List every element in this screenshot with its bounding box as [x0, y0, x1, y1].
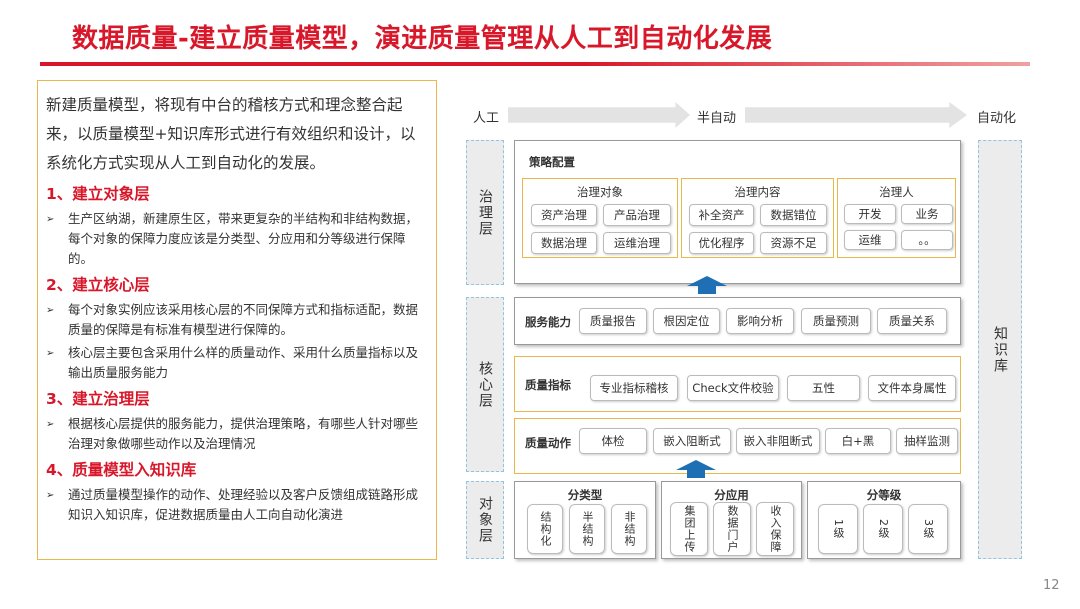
bullet-arrow-icon: ➢ [46, 419, 55, 430]
quality-actions-label: 质量动作 [525, 436, 571, 450]
tag-quality-relation: 质量关系 [877, 308, 947, 334]
quality-actions-row: 质量动作 体检 嵌入阻断式 嵌入非阻断式 白+黑 抽样监测 [514, 418, 961, 474]
governor-group: 治理人 开发 业务 运维 。。 [837, 178, 956, 258]
tag-data-misalignment: 数据错位 [760, 204, 827, 226]
tag-revenue-assurance: 收入保障 [756, 502, 794, 556]
bullet-item: ➢核心层主要包含采用什么样的质量动作、采用什么质量指标以及输出质量服务能力 [46, 343, 426, 383]
bullet-item: ➢每个对象实例应该采用核心层的不同保障方式和指标适配，数据质量的保障是有标准有模… [46, 300, 426, 340]
group-title: 治理内容 [734, 185, 781, 199]
tag-professional-audit: 专业指标稽核 [590, 375, 678, 401]
group-title: 分类型 [567, 488, 603, 502]
page-number: 12 [1043, 578, 1060, 593]
tag-impact-analysis: 影响分析 [726, 308, 794, 334]
group-title: 分应用 [714, 488, 749, 502]
tag-more: 。。 [901, 230, 953, 250]
tag-data-portal: 数据门户 [713, 502, 751, 556]
tag-quality-forecast: 质量预测 [801, 308, 871, 334]
tag-structured: 结构化 [527, 504, 563, 554]
tag-business: 业务 [901, 204, 953, 224]
tag-level-1: 1级 [818, 504, 858, 554]
group-title: 治理对象 [577, 185, 623, 199]
quality-metrics-label: 质量指标 [525, 378, 571, 392]
bullet-arrow-icon: ➢ [46, 348, 55, 359]
tag-white-black: 白+黑 [825, 428, 891, 454]
intro-text: 新建质量模型，将现有中台的稽核方式和理念整合起来，以质量模型+知识库形式进行有效… [46, 96, 416, 172]
bullet-arrow-icon: ➢ [46, 214, 55, 225]
governance-layer-label: 治理层 [466, 140, 504, 285]
by-level-group: 分等级 1级 2级 3级 [807, 481, 961, 559]
flow-label-manual: 人工 [473, 111, 500, 126]
tag-check-file: Check文件校验 [687, 375, 779, 401]
tag-embedded-blocking: 嵌入阻断式 [653, 428, 731, 454]
tag-level-3: 3级 [908, 504, 948, 554]
section-heading-governance-layer: 3、建立治理层 [46, 390, 150, 408]
object-layer-label: 对象层 [466, 481, 504, 559]
tag-semi-structured: 半结构 [569, 504, 605, 554]
bullet-arrow-icon: ➢ [46, 305, 55, 316]
service-capability-label: 服务能力 [525, 315, 571, 329]
group-title: 分等级 [866, 488, 902, 502]
by-type-group: 分类型 结构化 半结构 非结构 [514, 481, 656, 559]
bullet-item: ➢根据核心层提供的服务能力，提供治理策略，有哪些人针对哪些治理对象做哪些动作以及… [46, 414, 426, 454]
tag-operations: 运维 [844, 230, 896, 250]
section-heading-object-layer: 1、建立对象层 [46, 185, 150, 203]
quality-metrics-row: 质量指标 专业指标稽核 Check文件校验 五性 文件本身属性 [514, 356, 961, 412]
tag-root-cause: 根因定位 [653, 308, 720, 334]
tag-unstructured: 非结构 [611, 504, 647, 554]
tag-developer: 开发 [844, 204, 896, 224]
tag-insufficient-resources: 资源不足 [760, 232, 827, 254]
tag-sampling-monitor: 抽样监测 [896, 428, 958, 454]
title-divider [40, 62, 1030, 66]
service-capability-row: 服务能力 质量报告 根因定位 影响分析 质量预测 质量关系 [514, 297, 961, 345]
tag-level-2: 2级 [863, 504, 903, 554]
tag-file-attributes: 文件本身属性 [868, 375, 956, 401]
up-arrow-icon [676, 460, 716, 478]
tag-quality-report: 质量报告 [579, 308, 647, 334]
up-arrow-icon [687, 276, 727, 294]
tag-group-upload: 集团上传 [670, 502, 708, 556]
section-heading-core-layer: 2、建立核心层 [46, 276, 150, 294]
description-panel: 新建质量模型，将现有中台的稽核方式和理念整合起来，以质量模型+知识库形式进行有效… [37, 80, 437, 560]
strategy-config-label: 策略配置 [529, 155, 575, 169]
bullet-arrow-icon: ➢ [46, 490, 55, 501]
tag-asset-governance: 资产治理 [531, 204, 597, 226]
tag-health-check: 体检 [579, 428, 647, 454]
page-title: 数据质量-建立质量模型，演进质量管理从人工到自动化发展 [72, 24, 773, 54]
progress-arrow-icon [508, 102, 690, 128]
governance-target-group: 治理对象 资产治理 产品治理 数据治理 运维治理 [522, 178, 678, 258]
tag-data-governance: 数据治理 [531, 232, 597, 254]
tag-product-governance: 产品治理 [603, 204, 671, 226]
tag-optimize-program: 优化程序 [689, 232, 754, 254]
strategy-config-panel: 策略配置 治理对象 资产治理 产品治理 数据治理 运维治理 治理内容 补全资产 … [514, 140, 961, 284]
core-layer-label: 核心层 [466, 297, 504, 472]
knowledge-base-label: 知识库 [978, 140, 1022, 559]
bullet-item: ➢生产区纳湖，新建原生区，带来更复杂的半结构和非结构数据，每个对象的保障力度应该… [46, 209, 426, 269]
by-application-group: 分应用 集团上传 数据门户 收入保障 [661, 481, 802, 559]
tag-embedded-nonblocking: 嵌入非阻断式 [736, 428, 820, 454]
tag-ops-governance: 运维治理 [603, 232, 671, 254]
tag-complete-assets: 补全资产 [689, 204, 754, 226]
bullet-item: ➢通过质量模型操作的动作、处理经验以及客户反馈组成链路形成知识入知识库，促进数据… [46, 485, 426, 525]
progress-arrow-icon [745, 102, 967, 128]
tag-five-properties: 五性 [787, 375, 860, 401]
group-title: 治理人 [879, 185, 914, 199]
flow-label-auto: 自动化 [977, 111, 1017, 126]
flow-label-semi-auto: 半自动 [697, 111, 737, 126]
section-heading-knowledge-base: 4、质量模型入知识库 [46, 461, 197, 479]
governance-content-group: 治理内容 补全资产 数据错位 优化程序 资源不足 [681, 178, 834, 258]
